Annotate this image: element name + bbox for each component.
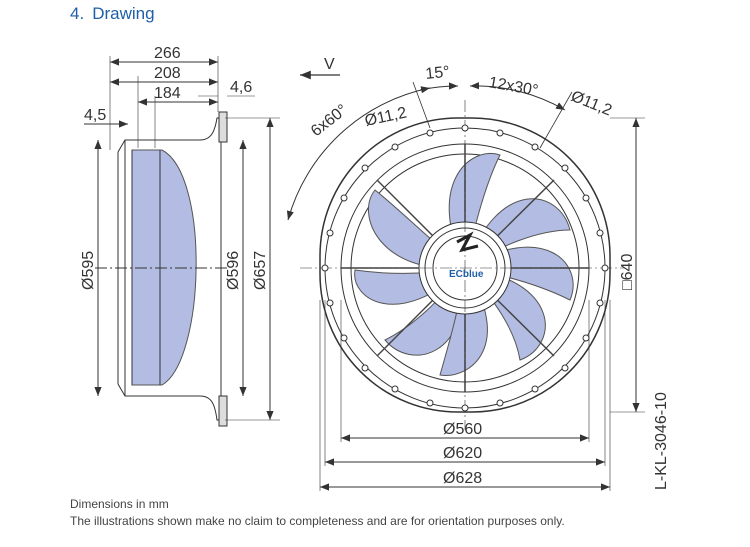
- dim-d595: Ø595: [80, 251, 97, 290]
- direction-v: V: [324, 56, 335, 73]
- dim-266: 266: [154, 45, 181, 62]
- dim-184: 184: [154, 85, 181, 102]
- dim-208: 208: [154, 65, 181, 82]
- dim-d620: Ø620: [443, 445, 482, 462]
- dim-square-640: □640: [619, 254, 636, 290]
- section-title: Drawing: [92, 4, 155, 23]
- side-flange-bottom: [218, 395, 228, 427]
- dim-hole-left: Ø11,2: [363, 104, 408, 129]
- dim-15-deg: 15°: [425, 64, 451, 83]
- technical-drawing: 266 208 184 4,6 4,5 Ø595 Ø596 Ø657: [80, 45, 670, 491]
- dim-d657: Ø657: [252, 251, 269, 290]
- units-note: Dimensions in mm: [70, 497, 169, 511]
- logo-text: ECblue: [449, 269, 484, 280]
- ecblue-logo-icon: ECblue: [449, 231, 484, 280]
- section-heading: 4. Drawing: [70, 4, 155, 24]
- dim-4-5: 4,5: [84, 107, 106, 124]
- side-flange-top: [218, 111, 228, 143]
- section-number: 4.: [70, 4, 85, 23]
- disclaimer-note: The illustrations shown make no claim to…: [70, 514, 565, 528]
- dim-4-6: 4,6: [230, 79, 252, 96]
- front-flange-square: [319, 117, 611, 413]
- dim-6x60-deg: 6x60°: [308, 101, 351, 140]
- side-view: [84, 56, 280, 427]
- dim-hole-right: Ø11,2: [569, 88, 615, 120]
- dim-d628: Ø628: [443, 470, 482, 487]
- front-view: [286, 70, 645, 491]
- dim-d596: Ø596: [225, 251, 242, 290]
- dim-d560: Ø560: [443, 421, 482, 438]
- drawing-number: L-KL-3046-10: [653, 392, 670, 490]
- dim-12x30-deg: 12x30°: [487, 74, 539, 99]
